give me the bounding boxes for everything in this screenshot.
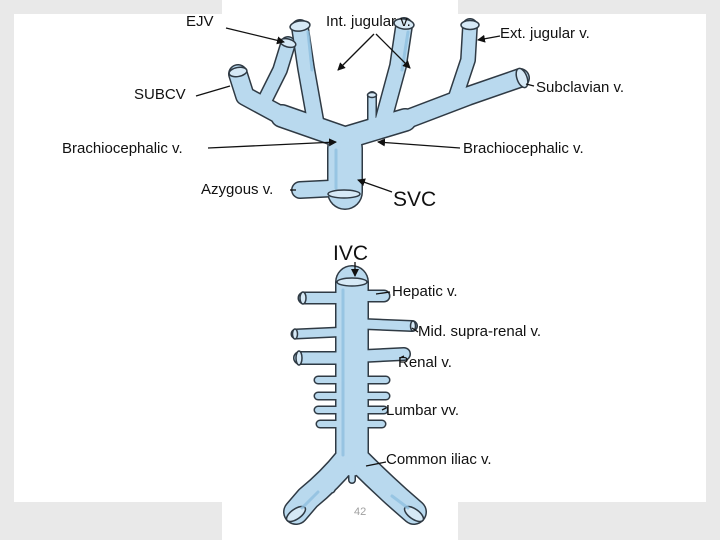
pointer-brachiocephalic-right <box>377 138 461 149</box>
label-azygous: Azygous v. <box>201 181 274 198</box>
label-common-iliac: Common iliac v. <box>386 451 492 468</box>
pointer-hepatic <box>375 291 391 295</box>
pointer-mid-suprarenal <box>411 327 419 333</box>
pointer-lumbar <box>381 407 387 411</box>
pointer-common-iliac <box>365 461 387 467</box>
label-brachiocephalic-left: Brachiocephalic v. <box>62 140 183 157</box>
label-renal: Renal v. <box>398 354 452 371</box>
label-subcv: SUBCV <box>134 86 186 103</box>
upper-venous-tree <box>228 17 530 210</box>
pointer-brachiocephalic-left <box>207 138 337 149</box>
label-ivc: IVC <box>333 242 369 265</box>
label-brachiocephalic-right: Brachiocephalic v. <box>463 140 584 157</box>
pointer-subcv <box>195 85 231 97</box>
label-svc: SVC <box>393 188 437 211</box>
label-ext-jugular: Ext. jugular v. <box>500 25 590 42</box>
page-number: 42 <box>354 506 367 518</box>
label-hepatic: Hepatic v. <box>392 283 458 300</box>
label-mid-suprarenal: Mid. supra-renal v. <box>418 323 542 340</box>
pointer-subclavian <box>525 83 535 87</box>
pointer-ext-jugular <box>477 34 501 43</box>
label-subclavian: Subclavian v. <box>536 79 625 96</box>
label-ejv: EJV <box>186 13 214 30</box>
pointer-int-jugular-right <box>375 33 411 69</box>
pointer-renal <box>399 355 405 359</box>
pointer-int-jugular-left <box>337 33 375 71</box>
label-pointer-lines <box>195 27 535 467</box>
label-lumbar: Lumbar vv. <box>386 402 460 419</box>
pointer-ejv <box>225 27 285 45</box>
ivc-venous-tree <box>283 265 427 525</box>
label-int-jugular: Int. jugular v. <box>326 13 411 30</box>
pointer-svc <box>357 178 393 193</box>
